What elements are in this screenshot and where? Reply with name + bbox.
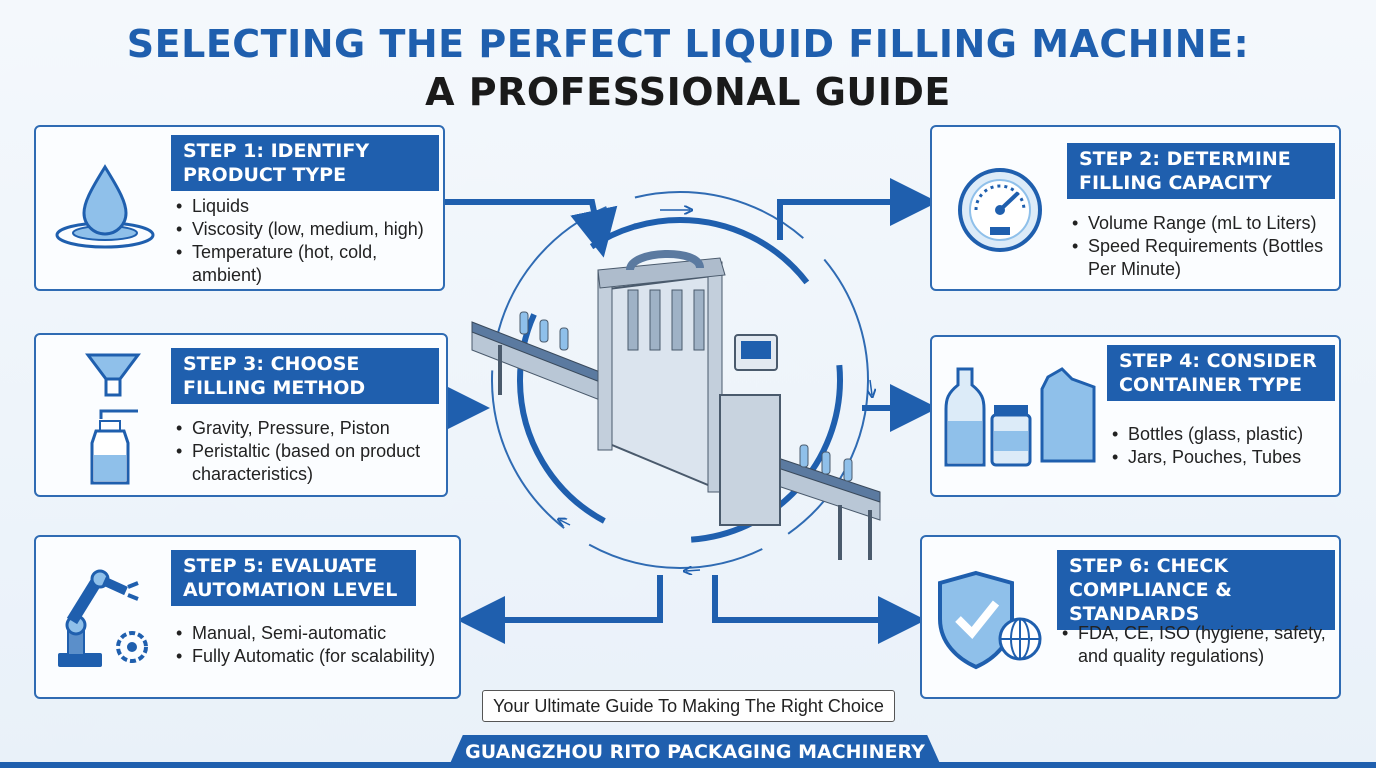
step-2-title: STEP 2: DETERMINE FILLING CAPACITY: [1067, 143, 1335, 199]
step-1-title: STEP 1: IDENTIFY PRODUCT TYPE: [171, 135, 439, 191]
gauge-icon: [958, 168, 1042, 252]
process-inner-ring: [517, 217, 843, 543]
page-title-line2: A PROFESSIONAL GUIDE: [425, 70, 951, 114]
step-6-card: STEP 6: CHECK COMPLIANCE & STANDARDS FDA…: [920, 535, 1341, 699]
list-item: Viscosity (low, medium, high): [176, 218, 441, 241]
step-6-list: FDA, CE, ISO (hygiene, safety, and quali…: [1062, 622, 1336, 668]
list-item: Temperature (hot, cold, ambient): [176, 241, 441, 287]
step-1-list: Liquids Viscosity (low, medium, high) Te…: [176, 195, 441, 287]
step-6-title: STEP 6: CHECK COMPLIANCE & STANDARDS: [1057, 550, 1335, 630]
robot-arm-icon: [58, 569, 148, 667]
step-3-list: Gravity, Pressure, Piston Peristaltic (b…: [176, 417, 444, 486]
step-1-card: STEP 1: IDENTIFY PRODUCT TYPE Liquids Vi…: [34, 125, 445, 291]
step-5-title: STEP 5: EVALUATE AUTOMATION LEVEL: [171, 550, 416, 606]
list-item: Manual, Semi-automatic: [176, 622, 456, 645]
list-item: Peristaltic (based on product characteri…: [176, 440, 444, 486]
water-drop-icon: [55, 164, 155, 249]
step-4-card: STEP 4: CONSIDER CONTAINER TYPE Bottles …: [930, 335, 1341, 497]
page-title-line1: SELECTING THE PERFECT LIQUID FILLING MAC…: [126, 22, 1250, 66]
process-cycle-ring: [491, 191, 869, 569]
step-5-card: STEP 5: EVALUATE AUTOMATION LEVEL Manual…: [34, 535, 461, 699]
shield-check-icon: [938, 570, 1042, 670]
arrow-step5: [457, 575, 663, 644]
filling-machine-illustration: [471, 249, 881, 560]
step-3-card: STEP 3: CHOOSE FILLING METHOD Gravity, P…: [34, 333, 448, 497]
step-3-title: STEP 3: CHOOSE FILLING METHOD: [171, 348, 439, 404]
company-name: GUANGZHOU RITO PACKAGING MACHINERY: [448, 735, 942, 768]
list-item: FDA, CE, ISO (hygiene, safety, and quali…: [1062, 622, 1336, 668]
filling-nozzle-icon: [85, 353, 141, 485]
step-2-list: Volume Range (mL to Liters) Speed Requir…: [1072, 212, 1338, 281]
step-5-list: Manual, Semi-automatic Fully Automatic (…: [176, 622, 456, 668]
list-item: Jars, Pouches, Tubes: [1112, 446, 1340, 469]
list-item: Fully Automatic (for scalability): [176, 645, 456, 668]
arrow-step6: [712, 575, 926, 644]
tagline: Your Ultimate Guide To Making The Right …: [482, 690, 895, 722]
step-4-title: STEP 4: CONSIDER CONTAINER TYPE: [1107, 345, 1335, 401]
list-item: Bottles (glass, plastic): [1112, 423, 1340, 446]
arrow-step2: [777, 178, 938, 240]
containers-icon: [944, 367, 1096, 467]
list-item: Liquids: [176, 195, 441, 218]
list-item: Volume Range (mL to Liters): [1072, 212, 1338, 235]
step-2-card: STEP 2: DETERMINE FILLING CAPACITY Volum…: [930, 125, 1341, 291]
step-4-list: Bottles (glass, plastic) Jars, Pouches, …: [1112, 423, 1340, 469]
list-item: Speed Requirements (Bottles Per Minute): [1072, 235, 1338, 281]
arrow-step1: [445, 199, 618, 258]
list-item: Gravity, Pressure, Piston: [176, 417, 444, 440]
